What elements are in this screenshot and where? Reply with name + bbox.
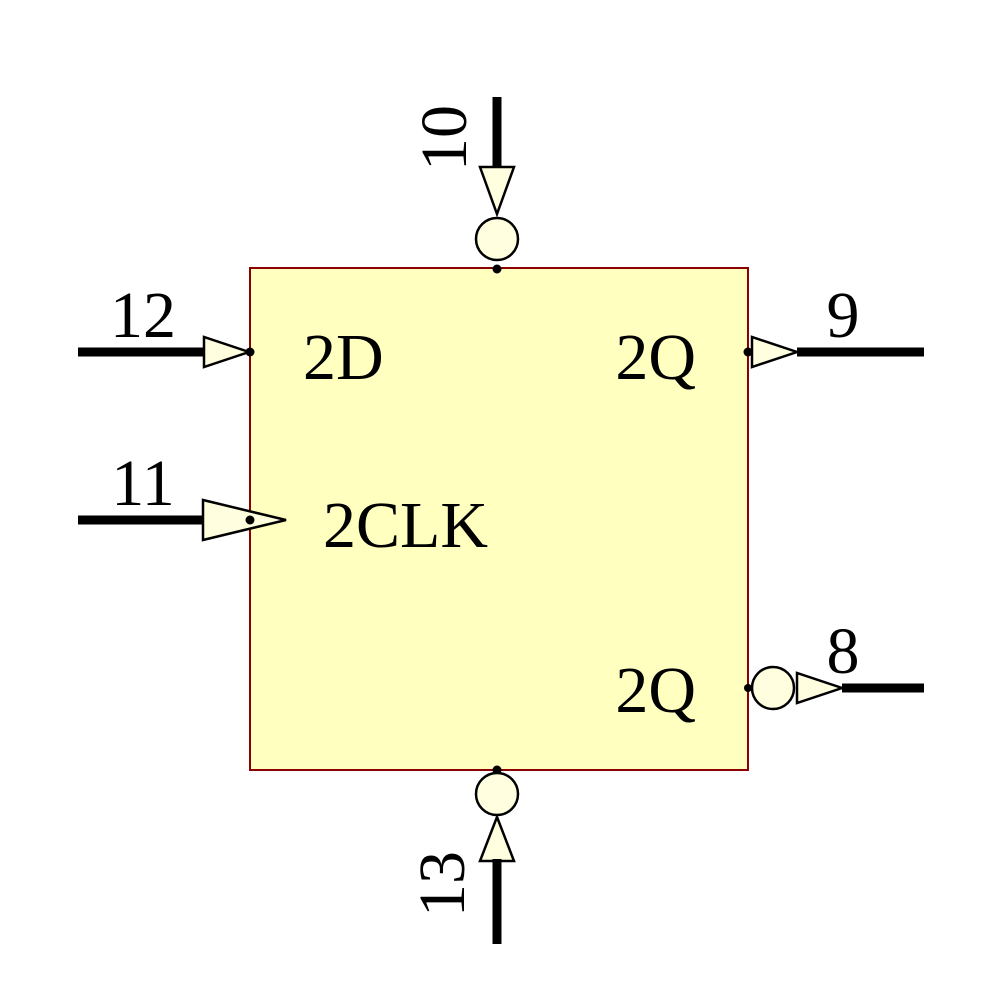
pin-clear-invert-bubble-icon — [474, 771, 520, 817]
pin-preset-arrow-icon — [478, 165, 516, 218]
pin-qbar: 8 2Q — [615, 615, 924, 727]
pin-d-number: 12 — [110, 279, 176, 352]
pin-clk-number: 11 — [111, 447, 175, 520]
pin-d-arrow-icon — [202, 335, 253, 369]
pin-clk-label: 2CLK — [323, 489, 488, 562]
pin-clk-arrow-icon — [201, 498, 287, 542]
pin-d: 12 2D — [78, 279, 384, 394]
pin-q-junction-dot — [743, 347, 753, 357]
pin-qbar-label: 2Q — [615, 654, 696, 727]
pin-clk: 11 2CLK — [78, 447, 488, 562]
pin-q-number: 9 — [827, 279, 860, 352]
pin-preset-invert-bubble-icon — [474, 216, 520, 262]
pin-clear-arrow-icon — [478, 813, 516, 863]
pin-qbar-junction-dot — [744, 684, 752, 692]
pin-q-label: 2Q — [615, 321, 696, 394]
component-body[interactable] — [249, 267, 749, 771]
pin-clear-number: 13 — [406, 851, 479, 917]
pin-qbar-invert-bubble-icon — [750, 665, 796, 711]
pin-clear: 13 — [406, 765, 520, 944]
pin-qbar-number: 8 — [827, 615, 860, 688]
pin-d-junction-dot — [245, 347, 255, 357]
pin-d-label: 2D — [303, 321, 384, 394]
pin-preset-number: 10 — [408, 105, 481, 171]
pin-clk-junction-dot — [245, 515, 255, 525]
pin-preset: 10 — [408, 97, 520, 274]
pin-q: 9 2Q — [615, 279, 924, 394]
pin-qbar-arrow-icon — [795, 671, 846, 705]
pin-preset-junction-dot — [492, 264, 502, 274]
pin-q-arrow-icon — [750, 335, 801, 369]
